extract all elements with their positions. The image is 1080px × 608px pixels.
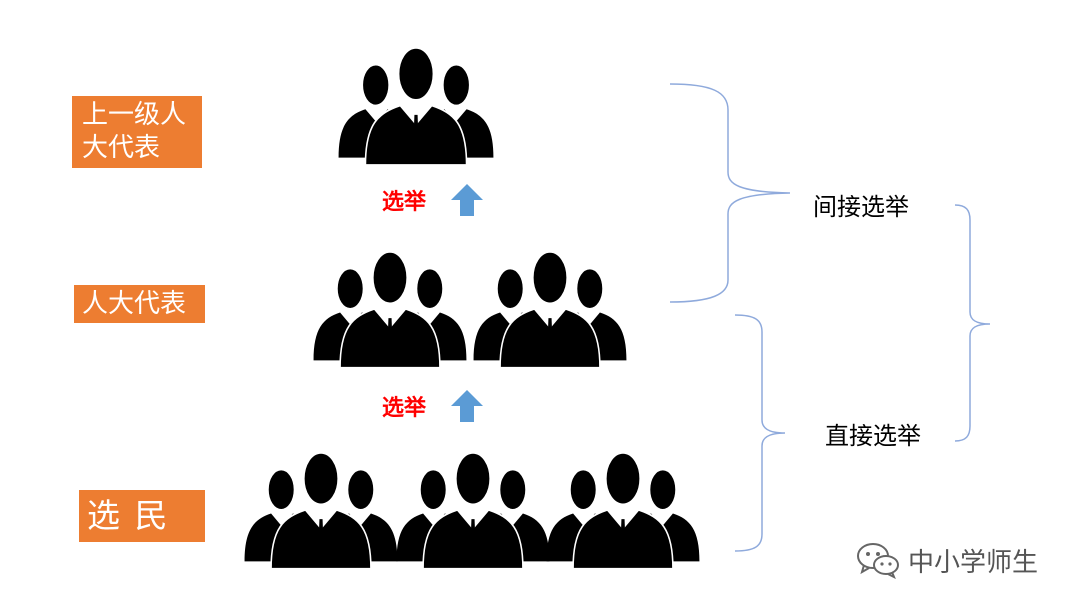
deputies-people-icon-1 xyxy=(312,250,468,369)
upper-level-deputies-label: 上一级人 大代表 xyxy=(72,96,202,168)
indirect-election-brace xyxy=(669,83,791,303)
voters-people-icon-3 xyxy=(545,451,701,570)
indirect-election-label: 间接选举 xyxy=(813,193,909,221)
upper-deputies-people-icon xyxy=(337,46,495,166)
election-label-top: 选举 xyxy=(382,190,427,215)
voters-label: 选 民 xyxy=(79,490,205,542)
voters-people-icon-1 xyxy=(243,451,399,570)
voters-people-icon-2 xyxy=(395,451,551,570)
peoples-deputies-label: 人大代表 xyxy=(74,285,205,323)
direct-election-brace xyxy=(734,314,786,552)
direct-election-label: 直接选举 xyxy=(825,422,921,450)
election-label-bottom: 选举 xyxy=(382,396,427,421)
outer-brace xyxy=(954,204,991,442)
wechat-icon xyxy=(857,543,899,579)
peoples-deputies-text: 人大代表 xyxy=(82,289,187,319)
upper-level-deputies-line2: 大代表 xyxy=(82,133,161,163)
deputies-people-icon-2 xyxy=(472,250,628,369)
upper-level-deputies-line1: 上一级人 xyxy=(82,100,187,130)
voters-text: 选 民 xyxy=(87,496,170,535)
up-arrow-icon-bottom xyxy=(451,390,483,422)
watermark-text: 中小学师生 xyxy=(908,547,1039,578)
up-arrow-icon-top xyxy=(451,184,483,216)
watermark: 中小学师生 xyxy=(856,540,1038,580)
